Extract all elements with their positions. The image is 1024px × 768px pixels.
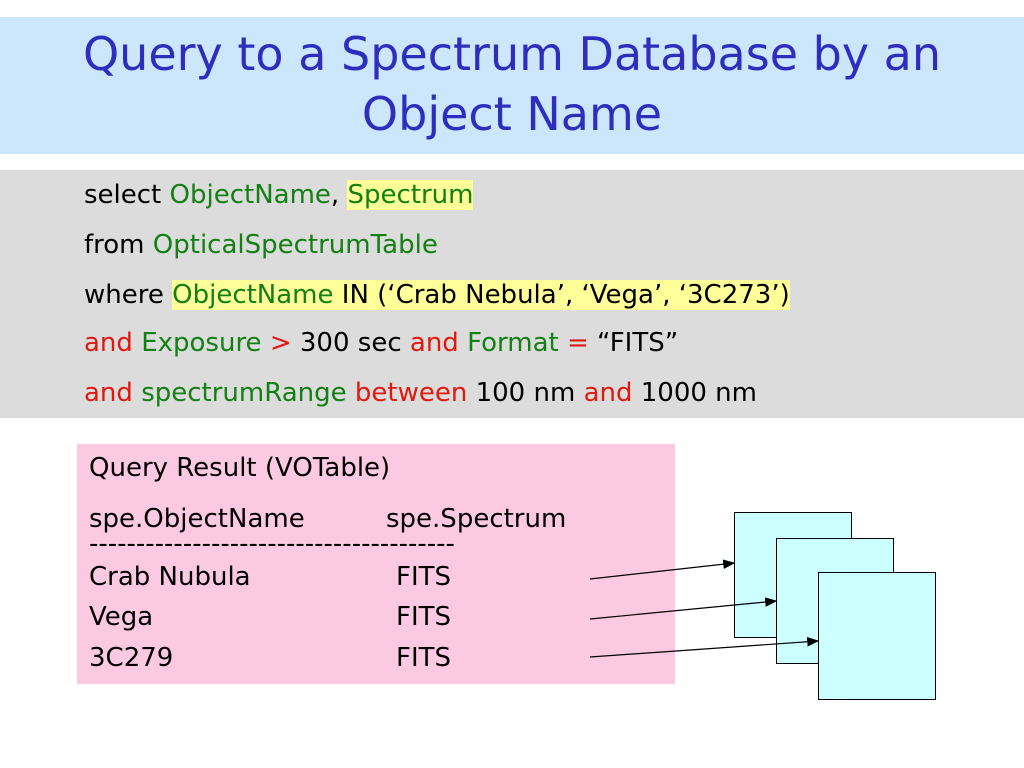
result-header-row: spe.ObjectName spe.Spectrum — [89, 503, 566, 535]
select-separator: , — [330, 180, 340, 210]
row-object-name: Crab Nubula — [89, 562, 251, 592]
result-title: Query Result (VOTable) — [89, 453, 391, 483]
where-in-condition: IN (‘Crab Nebula’, ‘Vega’, ‘3C273’) — [341, 280, 790, 310]
row-spectrum-format: FITS — [396, 602, 452, 632]
arrow-to-file-3 — [589, 636, 820, 658]
range-low-value: 100 nm — [475, 378, 576, 408]
query-line-exposure-format: and Exposure > 300 sec and Format = “FIT… — [84, 326, 678, 360]
arrow-to-file-1 — [589, 559, 736, 580]
query-line-where: where ObjectName IN (‘Crab Nebula’, ‘Veg… — [84, 278, 790, 312]
range-high-value: 1000 nm — [640, 378, 757, 408]
header-spectrum: spe.Spectrum — [386, 504, 567, 534]
select-field-spectrum: Spectrum — [347, 180, 474, 210]
format-value: “FITS” — [597, 328, 679, 358]
where-keyword: where — [84, 280, 164, 310]
query-line-select: select ObjectName, Spectrum — [84, 178, 474, 212]
spectrum-range-field: spectrumRange — [141, 378, 347, 408]
and-keyword: and — [409, 328, 459, 358]
greater-than-operator: > — [269, 328, 292, 358]
fits-file-icon-3 — [818, 572, 936, 700]
table-row: 3C279 FITS — [89, 642, 609, 674]
title-line-2: Object Name — [361, 87, 663, 141]
format-field: Format — [467, 328, 559, 358]
exposure-value: 300 sec — [299, 328, 402, 358]
from-table-name: OpticalSpectrumTable — [152, 230, 438, 260]
between-keyword: between — [354, 378, 468, 408]
slide-title: Query to a Spectrum Database by an Objec… — [0, 24, 1024, 144]
select-keyword: select — [84, 180, 162, 210]
from-keyword: from — [84, 230, 145, 260]
row-object-name: Vega — [89, 602, 154, 632]
title-line-1: Query to a Spectrum Database by an — [82, 27, 942, 81]
query-result-box — [77, 444, 675, 684]
row-spectrum-format: FITS — [396, 562, 452, 592]
equals-operator: = — [566, 328, 589, 358]
and-keyword: and — [84, 378, 133, 408]
table-row: Vega FITS — [89, 601, 609, 633]
result-divider: --------------------------------------- — [89, 529, 455, 559]
header-objectname: spe.ObjectName — [89, 504, 305, 534]
select-field-objectname: ObjectName — [169, 180, 331, 210]
and-keyword: and — [583, 378, 633, 408]
row-spectrum-format: FITS — [396, 643, 452, 673]
table-row: Crab Nubula FITS — [89, 561, 609, 593]
exposure-field: Exposure — [141, 328, 262, 358]
row-object-name: 3C279 — [89, 643, 174, 673]
where-field-objectname: ObjectName — [172, 280, 334, 310]
arrow-to-file-2 — [589, 597, 778, 620]
query-line-from: from OpticalSpectrumTable — [84, 228, 438, 262]
title-band — [0, 17, 1024, 154]
and-keyword: and — [84, 328, 133, 358]
query-line-range: and spectrumRange between 100 nm and 100… — [84, 376, 757, 410]
